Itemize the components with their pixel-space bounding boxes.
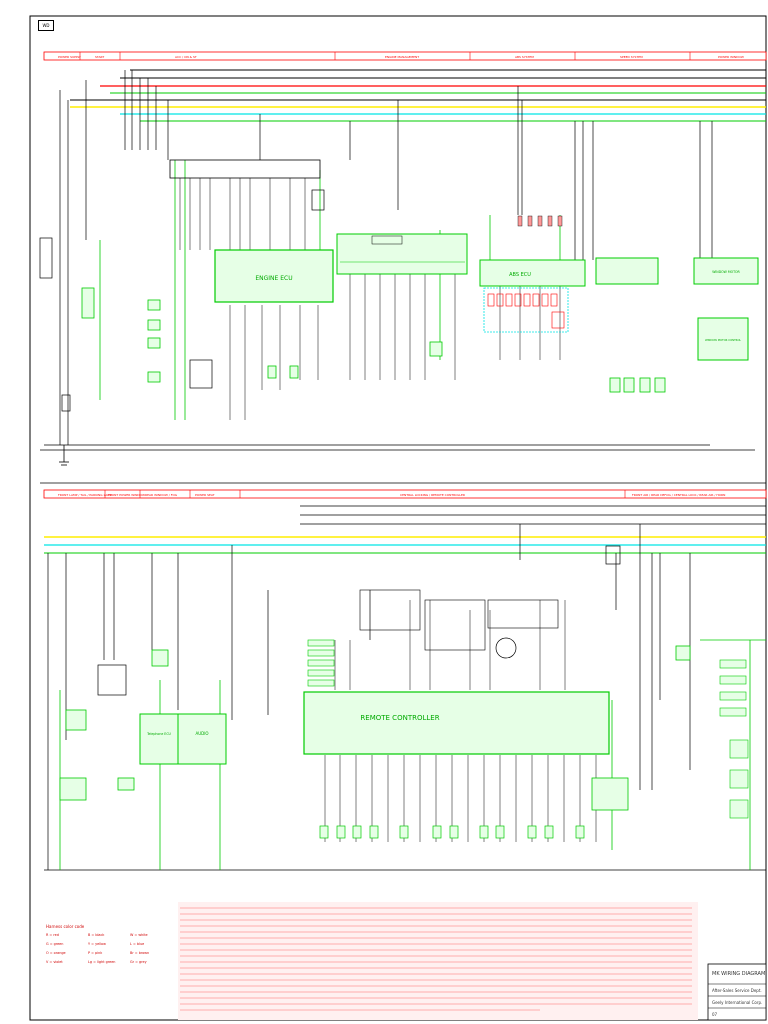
title-block: MK WIRING DIAGRAM After-Sales Service De…: [707, 963, 767, 1021]
abs-solenoid-caps: [517, 215, 563, 227]
color-legend-entry: Br = brown: [130, 951, 150, 955]
upper-header-band: [43, 51, 767, 61]
upper-band-label-2: START: [95, 55, 104, 59]
left-components-lower: [59, 649, 169, 801]
color-legend-entry: Gr = grey: [130, 960, 147, 964]
upper-band-label-6: SPEED SYSTEM: [620, 55, 643, 59]
lower-bus-lines: [44, 505, 766, 554]
engine-ecu-label: ENGINE ECU: [255, 275, 292, 282]
bottom-switch-row: [319, 825, 585, 839]
color-legend-rows: R = red B = black W = white G = green Y = ye…: [46, 933, 174, 964]
upper-band-label-3: ACC / ON & ST: [175, 55, 197, 59]
corner-tag: WD: [38, 20, 54, 31]
lower-band-label-3: REAR WINDOW / FOG: [145, 493, 178, 497]
telephone-ecu-label: Telephone ECU: [146, 732, 171, 736]
color-legend-entry: B = black: [88, 933, 105, 937]
lower-band-label-1: FRONT LAMP / TAIL / PARKING LAMP: [58, 493, 112, 497]
window-motor-control-label: WINDOW MOTOR CONTROL: [705, 338, 741, 342]
legend-fine-print: [180, 907, 692, 1011]
upper-band-label-5: ABS SYSTEM: [515, 55, 534, 59]
telephone-ecu-module: [139, 713, 179, 765]
lower-header-band: [43, 489, 767, 499]
lower-small-connectors: [307, 639, 335, 687]
upper-band-label-1: POWER SUPPLY: [58, 55, 81, 59]
lower-vertical-drops: [44, 524, 766, 871]
engine-ecu-module: [214, 249, 334, 303]
abs-ecu-label: ABS ECU: [509, 272, 531, 278]
audio-module: [177, 713, 227, 765]
left-components-upper: [39, 189, 325, 412]
color-legend-entry: W = white: [130, 933, 148, 937]
lower-band-label-6: FRONT AIR / REAR DEFOG / CENTRAL LOCK / …: [632, 493, 725, 497]
ground-symbol-upper: [59, 445, 69, 466]
color-legend-entry: Lg = light green: [88, 960, 116, 964]
upper-sensors: [267, 341, 666, 393]
color-legend-entry: V = violet: [46, 960, 63, 964]
connector-block-top: [169, 159, 321, 179]
color-legend-entry: G = green: [46, 942, 64, 946]
motor-symbol: [495, 637, 517, 659]
remote-controller-module: [303, 691, 610, 755]
title-block-department: After-Sales Service Dept.: [712, 988, 762, 993]
power-bus-lines: [70, 69, 766, 122]
abs-ecu-module: [479, 259, 586, 287]
upper-band-label-7: POWER WINDOW: [718, 55, 744, 59]
color-legend-heading: Harness color code: [46, 924, 85, 929]
color-legend-entry: Y = yellow: [88, 942, 106, 946]
abs-relay-box: [483, 287, 569, 333]
upper-section: POWER SUPPLY START ACC / ON & ST ENGINE …: [39, 51, 767, 466]
lower-band-label-2: FRONT POWER WINDOW: [108, 493, 145, 497]
speed-module: [595, 257, 659, 285]
lower-band-label-5: CENTRAL LOCKING / REMOTE CONTROLLER: [400, 493, 465, 497]
relay-cluster-b: [424, 599, 486, 651]
lower-section: FRONT LAMP / TAIL / PARKING LAMP FRONT P…: [43, 489, 767, 871]
right-components-lower: [591, 545, 749, 819]
lower-band-label-4: POWER SEAT: [195, 493, 215, 497]
window-motor-label: WINDOW MOTOR: [712, 270, 740, 274]
color-legend-entry: R = red: [46, 933, 59, 937]
title-block-title: MK WIRING DIAGRAM: [712, 971, 765, 977]
legend-description-area: [178, 902, 698, 1020]
color-legend-entry: P = pink: [88, 951, 103, 955]
audio-label: AUDIO: [195, 731, 208, 736]
title-block-sub: Geely International Corp.: [712, 1000, 762, 1005]
color-legend-entry: O = orange: [46, 951, 66, 955]
connector-pin-lines: [179, 178, 561, 420]
remote-controller-label: REMOTE CONTROLLER: [360, 714, 439, 722]
color-legend: Harness color code R = red B = black W = w…: [46, 924, 174, 988]
upper-vertical-drops: [40, 70, 755, 451]
color-legend-entry: L = blue: [130, 942, 145, 946]
window-motor-control-module: [697, 317, 749, 361]
abs-relay-array: [487, 293, 565, 329]
title-block-page: 07: [712, 1012, 718, 1017]
window-motor-module: [693, 257, 759, 285]
relay-cluster-a: [359, 589, 421, 631]
upper-band-label-4: ENGINE MANAGEMENT: [385, 55, 419, 59]
